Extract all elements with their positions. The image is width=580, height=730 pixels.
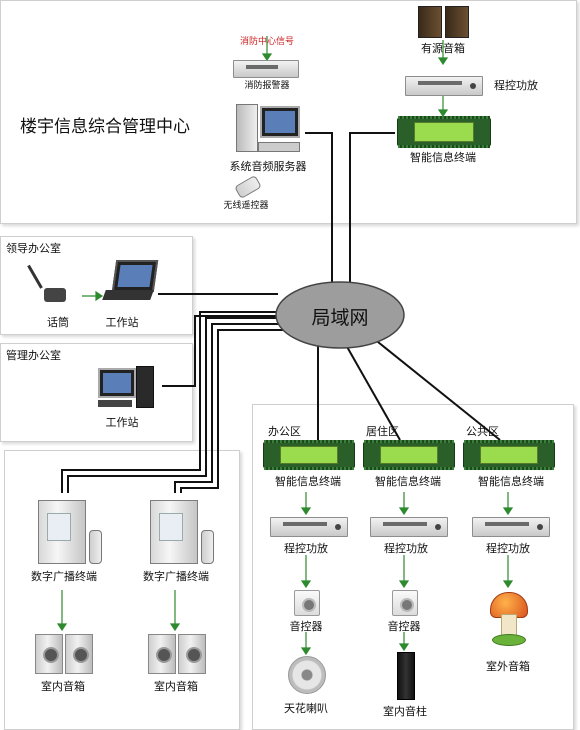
outdoor-speaker-icon	[490, 592, 528, 648]
manage-office-panel	[0, 343, 193, 442]
living-terminal-label: 智能信息终端	[375, 475, 441, 488]
wire-terminal	[349, 132, 395, 290]
microphone-icon	[27, 262, 76, 306]
remote-label: 无线遥控器	[223, 201, 269, 211]
wire-broadcast-4	[180, 329, 290, 493]
leader-office-panel	[0, 236, 193, 335]
zone-living-title: 居住区	[366, 425, 399, 438]
active-speaker-label: 有源音箱	[421, 42, 465, 55]
center-amplifier-label: 程控功放	[494, 79, 538, 92]
office-amplifier-label: 程控功放	[284, 542, 328, 555]
column-speaker-label: 室内音柱	[383, 705, 427, 718]
office-terminal-device	[263, 440, 355, 470]
broadcast-panel	[4, 450, 240, 730]
public-amplifier-label: 程控功放	[486, 542, 530, 555]
office-terminal-label: 智能信息终端	[275, 475, 341, 488]
center-amplifier-device	[405, 76, 483, 96]
living-amplifier-label: 程控功放	[384, 542, 428, 555]
living-terminal-device	[363, 440, 455, 470]
office-volume-control-device	[294, 590, 320, 616]
fire-signal-label: 消防中心信号	[239, 37, 295, 47]
indoor-speaker-2-label: 室内音箱	[154, 680, 198, 693]
broadcast-terminal-2-device	[150, 500, 198, 564]
mic-label: 话筒	[47, 316, 69, 329]
wire-broadcast-3	[174, 323, 287, 493]
public-terminal-device	[463, 440, 555, 470]
fire-alarm-label: 消防报警器	[244, 81, 290, 91]
broadcast-terminal-2-label: 数字广播终端	[143, 570, 209, 583]
fire-alarm-device	[233, 60, 299, 78]
manage-office-title: 管理办公室	[6, 349, 61, 362]
wire-zone-living	[345, 344, 401, 441]
audio-server-label: 系统音频服务器	[229, 160, 307, 173]
broadcast-remote-2-icon	[201, 530, 214, 564]
living-volume-control-device	[392, 590, 418, 616]
wire-broadcast-2	[67, 317, 284, 493]
leader-office-title: 领导办公室	[6, 242, 61, 255]
ceiling-speaker-label: 天花喇叭	[284, 702, 328, 715]
wire-broadcast-1	[61, 311, 282, 493]
wire-manage	[162, 315, 278, 387]
broadcast-remote-1-icon	[89, 530, 102, 564]
office-volume-control-label: 音控器	[289, 620, 323, 633]
broadcast-terminal-1-device	[38, 500, 86, 564]
living-amplifier-device	[370, 517, 448, 537]
lan-label: 局域网	[311, 307, 369, 329]
zone-office-title: 办公区	[268, 425, 301, 438]
indoor-speaker-2-icon	[148, 634, 206, 674]
zone-public-title: 公共区	[466, 425, 499, 438]
laptop-icon	[102, 260, 159, 304]
public-terminal-label: 智能信息终端	[478, 475, 544, 488]
indoor-speaker-1-icon	[35, 634, 93, 674]
indoor-speaker-1-label: 室内音箱	[41, 680, 85, 693]
leader-workstation-label: 工作站	[105, 316, 139, 329]
center-terminal-device	[397, 116, 491, 148]
wire-server	[305, 132, 333, 290]
office-amplifier-device	[270, 517, 348, 537]
manage-workstation-label: 工作站	[105, 416, 139, 429]
center-terminal-label: 智能信息终端	[410, 151, 476, 164]
lan-cloud	[275, 281, 405, 349]
column-speaker-icon	[397, 652, 415, 700]
outdoor-speaker-label: 室外音箱	[486, 660, 530, 673]
public-amplifier-device	[472, 517, 550, 537]
active-speaker-icon	[418, 6, 469, 38]
desktop-computer-icon	[98, 366, 156, 410]
server-computer-icon	[236, 104, 300, 152]
center-title: 楼宇信息综合管理中心	[20, 117, 190, 137]
ceiling-speaker-icon	[288, 656, 326, 694]
living-volume-control-label: 音控器	[387, 620, 421, 633]
broadcast-terminal-1-label: 数字广播终端	[31, 570, 97, 583]
wire-zone-public	[372, 337, 501, 441]
